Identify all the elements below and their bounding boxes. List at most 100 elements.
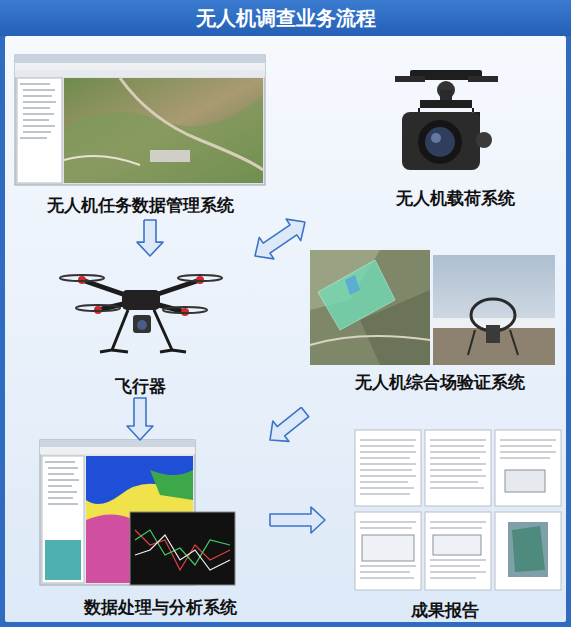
- report-text-lines: [360, 522, 416, 578]
- software-screenshot: [15, 55, 265, 185]
- processing-screenshot: [48, 504, 78, 505]
- processing-screenshot: [40, 440, 195, 447]
- report-figures: [508, 522, 548, 577]
- software-screenshot: [23, 120, 49, 121]
- gimbal-camera: [431, 133, 441, 143]
- process-node: 无人机综合场验证系统: [300, 245, 562, 412]
- diagram-title: 无人机调查业务流程: [0, 0, 571, 36]
- validation-site-photos: [468, 330, 475, 355]
- process-node: 无人机任务数据管理系统: [10, 50, 285, 220]
- node-caption: 数据处理与分析系统: [84, 597, 237, 617]
- validation-site-photos: [510, 330, 518, 355]
- process-node: 飞行器: [50, 256, 255, 398]
- report-text-lines: [430, 522, 486, 578]
- process-node: 数据处理与分析系统: [35, 440, 270, 622]
- gimbal-camera: [418, 120, 462, 164]
- processing-screenshot: [48, 474, 74, 475]
- quadcopter: [60, 275, 222, 313]
- report-figures: [362, 535, 414, 561]
- validation-site-photos: [433, 255, 555, 365]
- gimbal-camera: [395, 70, 498, 170]
- node-caption: 成果报告: [411, 600, 479, 620]
- report-pages: [495, 430, 561, 506]
- validation-site-photos: [310, 250, 430, 365]
- software-screenshot: [17, 78, 62, 183]
- processing-screenshot: [42, 456, 84, 583]
- software-screenshot: [23, 132, 51, 133]
- software-screenshot: [20, 84, 56, 138]
- gimbal-camera: [402, 112, 480, 170]
- quadcopter: [163, 307, 207, 313]
- software-screenshot: [150, 150, 190, 162]
- processing-screenshot: [45, 462, 79, 504]
- software-screenshot: [23, 126, 55, 127]
- flow-arrow: [270, 407, 309, 441]
- report-pages: [355, 430, 421, 506]
- quadcopter: [172, 350, 186, 352]
- software-screenshot: [15, 55, 265, 63]
- quadcopter: [122, 290, 160, 310]
- report-figures: [505, 470, 545, 492]
- node-caption: 无人机任务数据管理系统: [47, 195, 234, 215]
- software-screenshot: [23, 102, 56, 103]
- software-screenshot: [15, 55, 265, 185]
- processing-screenshot: [48, 480, 79, 481]
- flow-arrow: [127, 398, 153, 440]
- quadcopter: [76, 305, 120, 311]
- software-screenshot: [20, 138, 47, 139]
- processing-screenshot: [48, 468, 78, 469]
- software-screenshot: [64, 78, 263, 183]
- quadcopter: [178, 275, 222, 281]
- quadcopter: [100, 310, 186, 352]
- process-node: 成果报告: [325, 425, 562, 622]
- software-screenshot: [23, 114, 54, 115]
- processing-screenshot: [135, 530, 230, 570]
- software-screenshot: [20, 84, 50, 85]
- quadcopter: [133, 315, 151, 333]
- validation-site-photos: [318, 260, 395, 330]
- quadcopter: [60, 275, 222, 352]
- software-screenshot: [23, 96, 52, 97]
- quadcopter: [100, 310, 128, 352]
- software-screenshot: [15, 63, 265, 70]
- gimbal-camera: [476, 132, 492, 148]
- report-text-lines: [430, 440, 486, 488]
- quadcopter: [60, 275, 104, 281]
- processing-screenshot: [48, 486, 72, 487]
- processing-screenshot: [40, 447, 195, 454]
- report-figures: [512, 526, 545, 572]
- flow-arrow: [255, 219, 305, 259]
- node-caption: 飞行器: [115, 376, 166, 396]
- report-pages: [355, 430, 561, 590]
- validation-site-photos: [310, 336, 430, 345]
- software-screenshot: [120, 78, 263, 170]
- report-pages: [425, 512, 491, 590]
- processing-screenshot: [48, 492, 77, 493]
- quadcopter: [154, 310, 172, 352]
- report-text-lines: [360, 440, 556, 578]
- gimbal-camera: [425, 127, 455, 157]
- validation-site-photos: [486, 325, 500, 343]
- report-text-lines: [500, 440, 556, 458]
- processing-screenshot: [130, 512, 235, 585]
- software-screenshot: [64, 156, 140, 165]
- processing-screenshot: [86, 456, 193, 504]
- report-figures: [433, 535, 481, 555]
- processing-screenshot: [40, 440, 235, 585]
- gimbal-camera: [395, 76, 425, 82]
- report-pages: [355, 512, 421, 590]
- report-pages: [495, 512, 561, 590]
- gimbal-camera: [468, 76, 498, 82]
- processing-screenshot: [135, 530, 230, 570]
- report-text-lines: [360, 440, 416, 494]
- software-screenshot: [64, 95, 263, 183]
- report-figures: [362, 470, 548, 577]
- validation-site-photos: [345, 275, 360, 295]
- processing-screenshot: [135, 530, 230, 565]
- processing-screenshot: [135, 535, 230, 570]
- processing-screenshot: [45, 462, 75, 463]
- flow-arrow: [137, 220, 163, 256]
